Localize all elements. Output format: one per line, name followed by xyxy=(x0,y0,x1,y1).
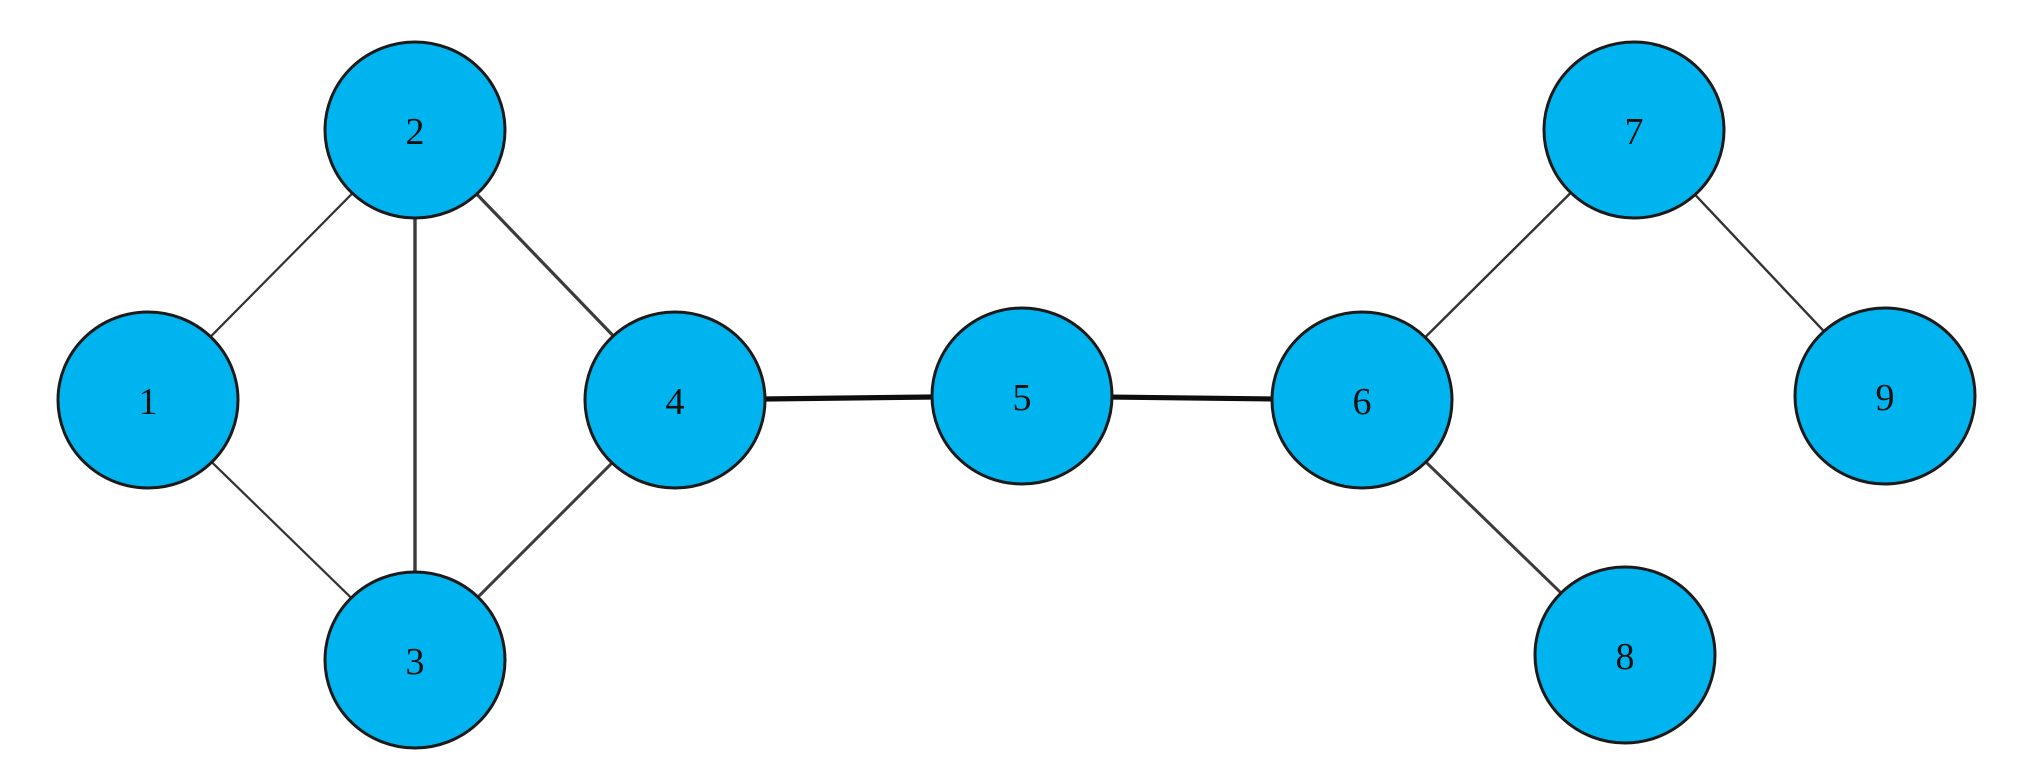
graph-node-circle-3[interactable] xyxy=(323,570,507,750)
graph-node-9[interactable]: 9 xyxy=(1793,306,1977,486)
graph-node-circle-1[interactable] xyxy=(56,310,240,490)
graph-node-label-6: 6 xyxy=(1353,381,1372,423)
graph-edge-1-3[interactable] xyxy=(210,460,353,600)
graph-node-label-7: 7 xyxy=(1625,111,1644,153)
graph-node-label-8: 8 xyxy=(1616,636,1635,678)
graph-node-circle-7[interactable] xyxy=(1542,40,1726,220)
graph-node-6[interactable]: 6 xyxy=(1270,310,1454,490)
graph-edge-2-4[interactable] xyxy=(474,192,616,338)
graph-node-7[interactable]: 7 xyxy=(1542,40,1726,220)
edge-layer xyxy=(209,191,1826,600)
graph-node-circle-8[interactable] xyxy=(1533,565,1717,745)
graph-node-circle-4[interactable] xyxy=(583,310,767,490)
graph-node-label-4: 4 xyxy=(666,381,685,423)
graph-node-1[interactable]: 1 xyxy=(56,310,240,490)
graph-node-4[interactable]: 4 xyxy=(583,310,767,490)
graph-edge-6-8[interactable] xyxy=(1424,460,1563,595)
graph-edge-1-2[interactable] xyxy=(209,191,354,339)
graph-node-label-1: 1 xyxy=(139,381,158,423)
graph-node-3[interactable]: 3 xyxy=(323,570,507,750)
graph-node-5[interactable]: 5 xyxy=(930,306,1114,486)
graph-edge-6-7[interactable] xyxy=(1423,191,1573,339)
graph-node-2[interactable]: 2 xyxy=(323,40,507,220)
graph-node-8[interactable]: 8 xyxy=(1533,565,1717,745)
node-layer: 1 2 3 4 5 6 7 8 9 xyxy=(56,40,1977,750)
graph-edge-3-4[interactable] xyxy=(476,461,614,599)
graph-node-label-3: 3 xyxy=(406,641,425,683)
graph-node-label-2: 2 xyxy=(406,111,425,153)
graph-node-circle-9[interactable] xyxy=(1793,306,1977,486)
graph-edge-4-5[interactable] xyxy=(763,394,934,402)
graph-node-label-9: 9 xyxy=(1876,377,1895,419)
graph-node-label-5: 5 xyxy=(1013,377,1032,419)
graph-edge-7-9[interactable] xyxy=(1693,193,1826,333)
graph-edge-5-6[interactable] xyxy=(1110,394,1274,402)
graph-node-circle-6[interactable] xyxy=(1270,310,1454,490)
graph-node-circle-5[interactable] xyxy=(930,306,1114,486)
graph-node-circle-2[interactable] xyxy=(323,40,507,220)
